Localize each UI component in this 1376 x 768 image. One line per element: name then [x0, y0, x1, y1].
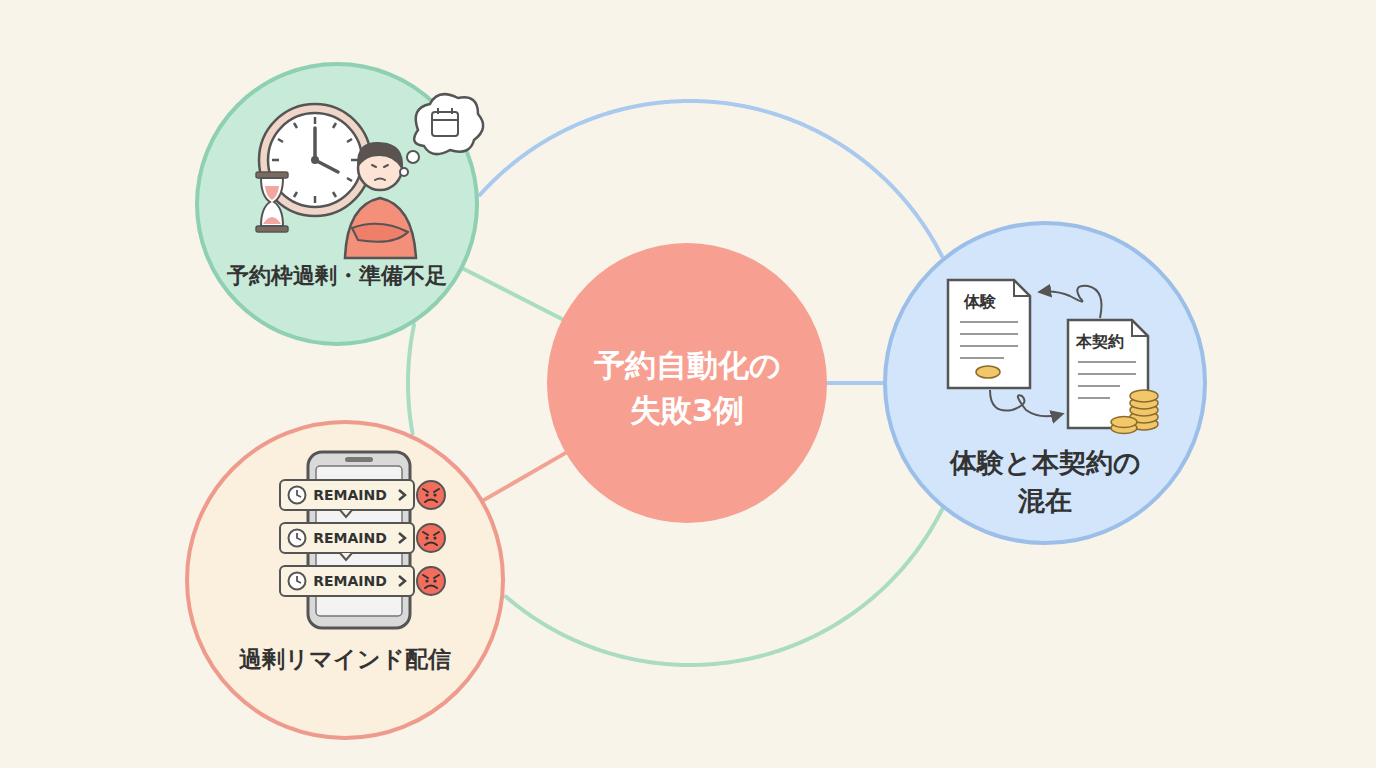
circle-shape	[187, 422, 503, 738]
problem-circle: 過剰リマインド配信	[185, 420, 505, 740]
problem-circle: 体験と本契約の 混在	[883, 221, 1207, 545]
node-label: 過剰リマインド配信	[205, 645, 485, 675]
person-icon	[345, 143, 416, 258]
spoke-connector	[463, 269, 562, 320]
exchange-arrows	[990, 286, 1102, 417]
node-label: 体験と本契約の 混在	[945, 444, 1145, 520]
thought-bubble	[400, 94, 483, 176]
circle-shape	[547, 243, 827, 523]
hourglass-icon	[256, 172, 288, 232]
coin-stack	[1111, 390, 1158, 434]
document-icon	[948, 280, 1030, 388]
contract-document-icon	[1068, 320, 1148, 428]
problem-circle: 予約枠過剰・準備不足	[195, 62, 479, 346]
spoke-connector	[827, 381, 883, 385]
ring-connector	[480, 101, 942, 256]
circle-shape	[197, 64, 477, 344]
node-label: 予約自動化の 失敗3例	[587, 343, 787, 433]
central-circle: 予約自動化の 失敗3例	[547, 243, 827, 523]
circle-shape	[885, 223, 1205, 543]
reminder-bubbles	[280, 480, 445, 596]
circle-outline	[185, 420, 505, 740]
node-label: 予約枠過剰・準備不足	[202, 262, 472, 291]
ring-connector	[506, 510, 942, 665]
ring-connector	[408, 325, 414, 434]
spoke-connector	[484, 453, 566, 500]
phone-icon	[308, 452, 410, 628]
clock-icon	[259, 104, 371, 216]
circle-outline	[195, 62, 479, 346]
